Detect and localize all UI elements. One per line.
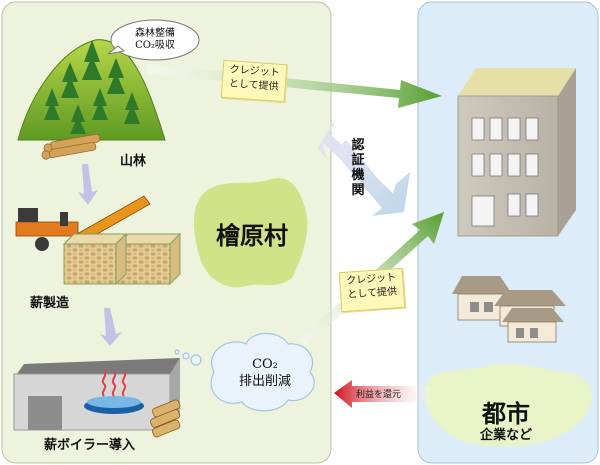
credit-note-bottom-line2: として提供 [347,286,398,301]
cert-char-2: 証 [351,153,365,168]
co2-line-2: 排出削減 [238,374,291,389]
credit-note-bottom: クレジット として提供 [338,267,406,313]
top-credit-arrow [146,64,442,108]
boiler-intro-label: 薪ボイラー導入 [44,438,136,453]
cert-char-4: 関 [351,183,365,198]
co2-line-1: CO₂ [252,357,278,372]
flow-down-arrow [78,164,122,346]
city-label: 都市 [482,400,530,428]
certification-label: 認 証 機 関 [350,138,366,198]
office-building-icon [457,68,576,237]
firewood-stack-icon [62,232,182,286]
boiler-house-icon [13,358,181,438]
speech-bubble-text: 森林整備 CO₂吸収 [126,28,184,52]
speech-line-2: CO₂吸収 [135,40,175,51]
cert-char-3: 機 [351,168,365,183]
forested-mountain-icon [17,39,166,160]
certification-double-arrow [318,118,410,216]
speech-bubble [107,19,200,61]
profit-return-label: 利益を還元 [356,390,402,400]
co2-cloud-icon [174,332,315,412]
wood-chipper-icon [15,195,151,251]
houses-icon [452,276,566,343]
profit-return-arrow [334,380,430,408]
credit-note-top-line2: として提供 [228,78,279,93]
forest-label: 山林 [120,154,147,169]
village-label: 檜原村 [216,222,288,250]
speech-line-1: 森林整備 [135,28,175,39]
village-blob [193,178,308,288]
city-blob [425,363,592,447]
credit-note-top: クレジット として提供 [220,59,288,103]
firewood-production-label: 薪製造 [30,296,70,311]
cert-char-1: 認 [351,138,365,153]
co2-reduction-label: CO₂ 排出削減 [232,356,298,390]
companies-label: 企業など [480,428,533,443]
